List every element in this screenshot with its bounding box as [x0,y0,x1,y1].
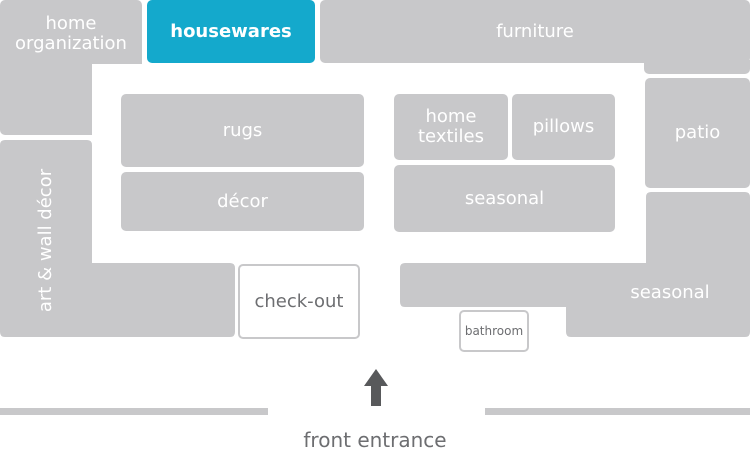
seasonal-right-label-wrap: seasonal [600,282,740,303]
dept-rugs[interactable]: rugs [121,94,364,167]
pillows-label: pillows [532,116,595,137]
front-entrance-label: front entrance [303,428,447,452]
dept-pillows[interactable]: pillows [512,94,615,160]
art-wall-decor-block[interactable] [0,140,235,337]
dept-furniture[interactable]: furniture [320,0,750,63]
dept-home-textiles[interactable]: home textiles [394,94,508,160]
floor-line-left [0,408,268,415]
housewares-label: housewares [170,20,292,42]
art-wall-decor-label: art & wall décor [35,168,57,312]
home-organization-label: home organization [15,13,127,54]
check-out-label: check-out [254,290,344,312]
furniture-extension [644,60,750,74]
decor-label: décor [217,190,268,212]
bathroom-label: bathroom [464,324,524,338]
seasonal-center-label: seasonal [464,187,545,209]
rugs-label: rugs [222,119,263,141]
floor-line-right [485,408,750,415]
patio-label: patio [674,122,721,143]
up-arrow-icon [364,369,388,406]
furniture-label: furniture [496,20,574,42]
dept-patio[interactable]: patio [645,78,750,188]
seasonal-right-label: seasonal [630,282,710,303]
dept-check-out[interactable]: check-out [238,264,360,339]
dept-bathroom[interactable]: bathroom [459,310,529,352]
dept-seasonal-center[interactable]: seasonal [394,165,615,232]
art-wall-decor-label-wrap: art & wall décor [0,145,92,335]
dept-decor[interactable]: décor [121,172,364,231]
dept-housewares[interactable]: housewares [147,0,315,63]
home-textiles-label: home textiles [418,106,484,147]
seasonal-right-block[interactable] [400,192,750,337]
